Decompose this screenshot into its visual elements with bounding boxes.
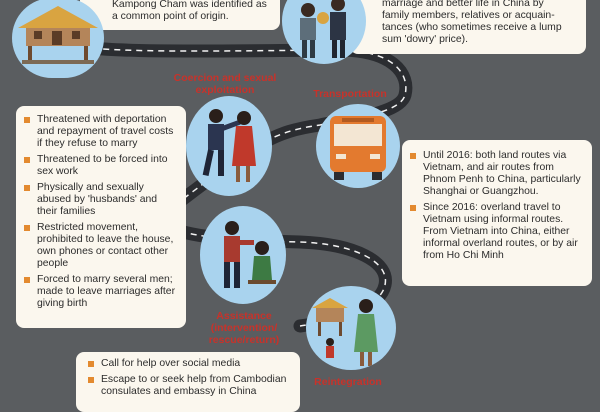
assistance-item: Call for help over social media xyxy=(86,358,294,370)
money-exchange-illustration-icon xyxy=(282,0,366,64)
recruitment-text-line2: family members, relatives or acquain- xyxy=(382,10,555,21)
village-reintegration-illustration-icon xyxy=(306,286,396,370)
coercion-item: Restricted movement, prohibited to leave… xyxy=(22,222,180,270)
assistance-label-line1: Assistance xyxy=(216,310,272,322)
stage-label-coercion: Coercion and sexual exploitation xyxy=(170,72,280,96)
transportation-label: Transportation xyxy=(313,88,387,100)
recruitment-text-line1: marriage and better life in China by xyxy=(382,0,544,9)
coercion-label-line2: exploitation xyxy=(195,84,255,96)
coercion-item: Threatened with deportation and repaymen… xyxy=(22,114,180,150)
transport-item: Until 2016: both land routes via Vietnam… xyxy=(408,150,586,198)
stage-label-reintegration: Reintegration xyxy=(300,376,396,388)
assistance-list: Call for help over social media Escape t… xyxy=(86,358,294,398)
house-illustration-icon xyxy=(12,0,104,78)
transport-list: Until 2016: both land routes via Vietnam… xyxy=(408,150,586,262)
assistance-label-line3: rescue/return) xyxy=(208,334,280,346)
coercion-label-line1: Coercion and sexual xyxy=(173,72,277,84)
intro-text-line1: Kampong Cham was identified as xyxy=(112,0,267,10)
coercion-panel: Threatened with deportation and repaymen… xyxy=(16,106,186,328)
intro-panel: Kampong Cham was identified as a common … xyxy=(80,0,280,30)
assistance-illustration-icon xyxy=(200,206,286,304)
recruitment-text-line4: sum 'dowry' price). xyxy=(382,34,468,45)
recruitment-text-line3: tances (who sometimes receive a lump xyxy=(382,22,562,33)
transport-panel: Until 2016: both land routes via Vietnam… xyxy=(402,140,592,286)
intro-text-line2: a common point of origin. xyxy=(112,11,229,22)
coercion-item: Forced to marry several men; made to lea… xyxy=(22,274,180,310)
bus-illustration-icon xyxy=(316,104,400,188)
stage-label-assistance: Assistance (intervention/ rescue/return) xyxy=(196,310,292,346)
coercion-illustration-icon xyxy=(186,96,272,196)
transport-item: Since 2016: overland travel to Vietnam u… xyxy=(408,202,586,262)
assistance-panel: Call for help over social media Escape t… xyxy=(76,352,300,412)
recruitment-panel: marriage and better life in China by fam… xyxy=(350,0,586,54)
coercion-item: Threatened to be forced into sex work xyxy=(22,154,180,178)
stage-label-transportation: Transportation xyxy=(302,88,398,100)
infographic: Kampong Cham was identified as a common … xyxy=(12,0,592,412)
assistance-label-line2: (intervention/ xyxy=(210,322,278,334)
coercion-list: Threatened with deportation and repaymen… xyxy=(22,114,180,310)
coercion-item: Physically and sexually abused by 'husba… xyxy=(22,182,180,218)
assistance-item: Escape to or seek help from Cambodian co… xyxy=(86,374,294,398)
reintegration-label: Reintegration xyxy=(314,376,382,388)
